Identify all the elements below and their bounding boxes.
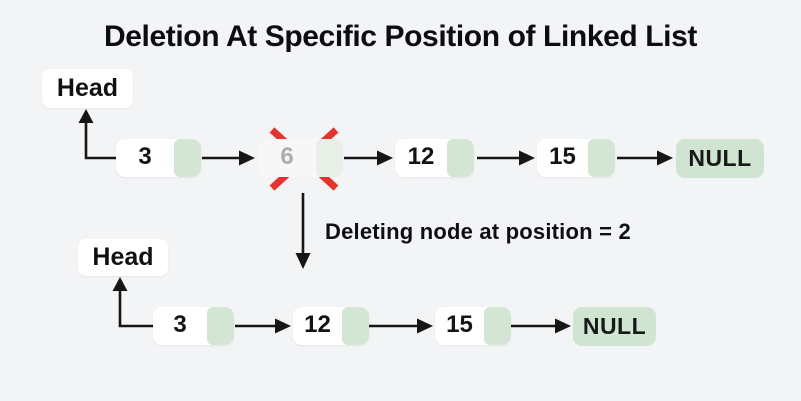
top-node-12-value: 12 <box>407 143 435 170</box>
bottom-node-3-value: 3 <box>173 311 187 338</box>
bottom-node-3: 3 <box>153 307 234 345</box>
deletion-annotation: Deleting node at position = 2 <box>325 219 631 244</box>
top-node-15: 15 <box>537 139 615 177</box>
bottom-node-12-pointer-cell <box>342 307 369 345</box>
bottom-node-15-value: 15 <box>446 311 473 338</box>
top-arrow-3-to-6-head-icon <box>239 150 255 166</box>
top-node-15-pointer-cell <box>588 139 615 177</box>
top-arrow-15-to-null-head-icon <box>657 150 673 166</box>
top-arrow-12-to-15-head-icon <box>519 150 535 166</box>
top-node-12: 12 <box>395 139 474 177</box>
top-node-6-pointer-cell <box>316 139 343 177</box>
top-node-15-value: 15 <box>549 143 576 170</box>
transition-down-arrowhead-icon <box>295 253 311 269</box>
bottom-head-label: Head <box>78 239 168 276</box>
top-null-terminator: NULL <box>676 139 764 178</box>
bottom-node-12-value: 12 <box>304 311 331 338</box>
bottom-arrow-3-to-12-head-icon <box>275 318 291 334</box>
top-node-12-pointer-cell <box>447 139 474 177</box>
bottom-arrow-12-to-15-head-icon <box>417 318 433 334</box>
bottom-head-arrowhead-icon <box>112 277 128 291</box>
bottom-node-15: 15 <box>435 307 511 345</box>
top-head-arrowhead-icon <box>78 109 94 123</box>
top-head-pointer-line <box>84 118 116 160</box>
top-node-3: 3 <box>116 139 201 177</box>
bottom-head-pointer-line <box>118 286 153 328</box>
top-node-3-value: 3 <box>138 143 152 170</box>
bottom-node-12: 12 <box>293 307 369 345</box>
top-head-label: Head <box>42 69 133 108</box>
bottom-node-3-pointer-cell <box>207 307 234 345</box>
top-node-3-pointer-cell <box>174 139 201 177</box>
top-head-label-text: Head <box>56 74 119 102</box>
bottom-node-15-pointer-cell <box>484 307 511 345</box>
top-arrow-6-to-12-head-icon <box>377 150 393 166</box>
diagram-title: Deletion At Specific Position of Linked … <box>103 20 697 53</box>
top-node-6-value: 6 <box>280 143 294 170</box>
top-node-6-deleted: 6 <box>258 139 343 177</box>
bottom-arrow-15-to-null-head-icon <box>555 318 571 334</box>
bottom-head-label-text: Head <box>92 243 154 271</box>
bottom-null-terminator: NULL <box>573 307 656 346</box>
